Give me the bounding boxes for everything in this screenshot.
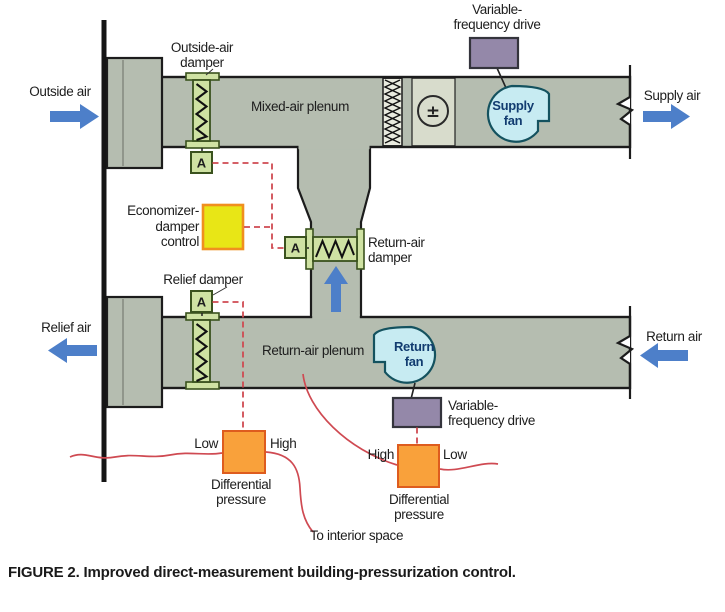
oa-actuator-signal-line (212, 162, 284, 249)
damper-blade-zigzag (315, 238, 355, 260)
supply-fan: Supply fan (486, 67, 551, 143)
vfd-return-label-2: frequency drive (448, 413, 535, 428)
filter (382, 77, 403, 147)
supply-duct-end-break (615, 65, 635, 159)
economizer-damper-controller (201, 203, 245, 251)
economizer-label-3: control (161, 234, 199, 249)
damper-blade-zigzag (194, 83, 209, 141)
building-wall (101, 20, 107, 482)
differential-pressure-sensor-left (222, 430, 266, 474)
break-notch-white (618, 336, 632, 364)
outside-air-label: Outside air (29, 84, 91, 99)
relief-damper (185, 312, 220, 390)
coil-symbol-circle (417, 95, 449, 127)
filter-media-zigzag-2 (383, 79, 402, 144)
damper-flange-top (185, 72, 220, 81)
damper-flange-bottom (185, 140, 220, 149)
actuator-box (284, 236, 307, 259)
relief-air-outlet-box (105, 295, 164, 409)
damper-flange-right (356, 228, 365, 270)
dp-left-low-port-label: Low (194, 436, 218, 451)
interior-space-tube (265, 451, 314, 533)
return-air-damper-label-2: damper (368, 250, 413, 265)
coil-section: ± (411, 77, 456, 147)
supply-air-label: Supply air (644, 88, 701, 103)
dp-right-label-1: Differential (389, 492, 449, 507)
fan-scroll-shape (486, 84, 551, 143)
coil-plus-minus-icon: ± (426, 102, 440, 122)
mixed-air-plenum-label: Mixed-air plenum (251, 99, 349, 114)
airflow-arrows (48, 104, 690, 368)
supply-fan-label-1: Supply (492, 98, 535, 113)
vfd-supply-label-1: Variable- (472, 2, 522, 17)
damper-body (312, 236, 358, 262)
vfd-to-fan-wire (496, 67, 507, 89)
dp-left-label-1: Differential (211, 477, 271, 492)
break-notch-white (618, 97, 632, 125)
outside-air-damper-leader (205, 68, 214, 76)
economizer-label-1: Economizer- (127, 203, 199, 218)
break-line (615, 306, 635, 399)
figure-caption: FIGURE 2. Improved direct-measurement bu… (8, 564, 516, 581)
pressure-sensing-tubes (69, 373, 499, 533)
outside-air-damper-label-1: Outside-air (171, 40, 234, 55)
return-fan: Return fan (372, 325, 437, 400)
return-fan-label-2: fan (405, 354, 424, 369)
diagram-labels: Outside air Outside-air damper Mixed-air… (29, 2, 703, 543)
relief-damper-leader (212, 286, 228, 296)
fan-scroll-shape (372, 325, 437, 384)
return-air-damper-label-1: Return-air (368, 235, 425, 250)
relief-air-label: Relief air (41, 320, 92, 335)
riser-up-arrow (324, 266, 348, 312)
relief-damper-label: Relief damper (163, 272, 243, 287)
dp-right-label-2: pressure (394, 507, 444, 522)
vfd-return-label-1: Variable- (448, 398, 498, 413)
supply-fan-label-2: fan (504, 113, 523, 128)
supply-air-arrow (643, 104, 690, 129)
economizer-label-2: damper (155, 219, 200, 234)
damper-flange-left (305, 228, 314, 270)
actuator-box (190, 290, 213, 313)
hvac-diagram-canvas: ± Supply fan (29, 2, 703, 543)
outside-air-intake-box (105, 56, 164, 170)
damper-blade-zigzag (194, 323, 209, 382)
actuator-letter: A (291, 241, 301, 256)
actuator-box (190, 151, 213, 174)
return-duct-end-break (615, 306, 635, 399)
reference-tube (439, 462, 499, 471)
break-line (615, 65, 635, 159)
return-plenum-tube (302, 373, 398, 466)
outside-air-arrow (50, 104, 99, 129)
return-fan-label-1: Return (394, 339, 434, 354)
differential-pressure-sensor-right (397, 444, 440, 488)
return-air-plenum-label: Return-air plenum (262, 343, 364, 358)
to-interior-space-label: To interior space (310, 528, 403, 543)
outside-air-damper (185, 72, 220, 149)
return-air-arrow (640, 343, 688, 368)
fan-to-vfd-wire (410, 382, 416, 400)
dp-left-label-2: pressure (216, 492, 266, 507)
actuator-letter: A (197, 295, 207, 310)
control-signal-lines (212, 162, 418, 444)
relief-air-arrow (48, 338, 97, 363)
dp-right-high-port-label: High (368, 447, 394, 462)
actuator-letter: A (197, 156, 207, 171)
outside-air-damper-actuator: A (190, 148, 213, 174)
outside-air-damper-label-2: damper (180, 55, 225, 70)
damper-flange-bottom (185, 381, 220, 390)
variable-frequency-drive-return (391, 396, 443, 429)
return-air-damper-actuator: A (284, 236, 309, 259)
intake-box-body (105, 56, 164, 170)
relief-box-body (105, 295, 164, 409)
dp-right-low-port-label: Low (443, 447, 467, 462)
junction-patch-top (298, 144, 370, 150)
junction-patch-bottom (312, 314, 360, 320)
outdoor-pressure-tube (69, 452, 223, 459)
variable-frequency-drive-supply (468, 36, 520, 70)
dp-left-high-port-label: High (270, 436, 296, 451)
return-air-label: Return air (646, 329, 703, 344)
vfd-supply-label-2: frequency drive (453, 17, 540, 32)
relief-actuator-signal-line (212, 301, 244, 431)
relief-damper-actuator: A (190, 290, 213, 316)
